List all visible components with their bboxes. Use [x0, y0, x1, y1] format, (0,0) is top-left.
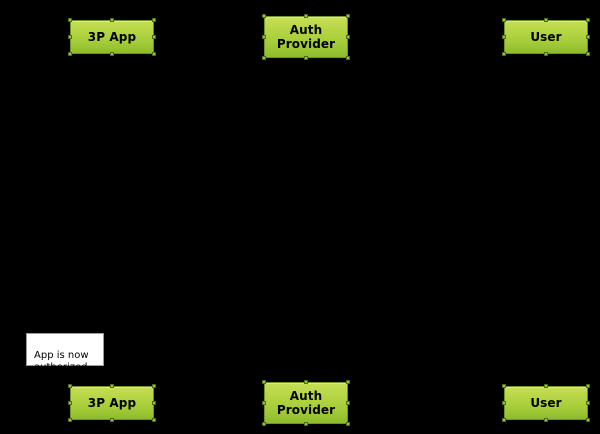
lifeline-3p-app	[112, 54, 113, 386]
resize-handle-bottom-right[interactable]	[586, 418, 590, 422]
resize-handle-top-middle[interactable]	[304, 14, 308, 18]
resize-handle-middle-left[interactable]	[502, 35, 506, 39]
resize-handle-bottom-right[interactable]	[586, 52, 590, 56]
note-app-is-now-authorized[interactable]: App is now authorized	[26, 333, 104, 373]
resize-handle-bottom-left[interactable]	[262, 56, 266, 60]
participant-label: 3P App	[87, 396, 137, 410]
participant-label: 3P App	[87, 30, 137, 44]
resize-handle-middle-left[interactable]	[68, 35, 72, 39]
resize-handle-top-right[interactable]	[152, 18, 156, 22]
resize-handle-top-right[interactable]	[586, 18, 590, 22]
resize-handle-middle-left[interactable]	[262, 35, 266, 39]
resize-handle-bottom-middle[interactable]	[304, 422, 308, 426]
resize-handle-middle-right[interactable]	[586, 35, 590, 39]
resize-handle-top-left[interactable]	[68, 18, 72, 22]
note-text: App is now authorized	[34, 350, 89, 373]
lifeline-auth-provider	[306, 58, 307, 382]
resize-handle-top-left[interactable]	[68, 384, 72, 388]
resize-handle-top-right[interactable]	[586, 384, 590, 388]
participant-label: User	[530, 30, 562, 44]
resize-handle-middle-left[interactable]	[502, 401, 506, 405]
resize-handle-top-left[interactable]	[262, 14, 266, 18]
resize-handle-bottom-middle[interactable]	[544, 418, 548, 422]
resize-handle-bottom-left[interactable]	[262, 422, 266, 426]
participant-top-auth-provider[interactable]: Auth Provider	[262, 14, 350, 60]
resize-handle-bottom-right[interactable]	[346, 422, 350, 426]
resize-handle-bottom-middle[interactable]	[110, 418, 114, 422]
resize-handle-top-right[interactable]	[346, 14, 350, 18]
resize-handle-top-left[interactable]	[502, 384, 506, 388]
participant-label: Auth Provider	[276, 23, 336, 51]
resize-handle-top-right[interactable]	[152, 384, 156, 388]
resize-handle-top-middle[interactable]	[110, 18, 114, 22]
resize-handle-top-middle[interactable]	[544, 18, 548, 22]
resize-handle-bottom-left[interactable]	[68, 52, 72, 56]
participant-top-3p-app[interactable]: 3P App	[68, 18, 156, 56]
participant-top-user[interactable]: User	[502, 18, 590, 56]
resize-handle-middle-left[interactable]	[262, 401, 266, 405]
participant-bottom-user[interactable]: User	[502, 384, 590, 422]
participant-label: Auth Provider	[276, 389, 336, 417]
participant-label: User	[530, 396, 562, 410]
resize-handle-middle-right[interactable]	[346, 401, 350, 405]
resize-handle-middle-right[interactable]	[152, 401, 156, 405]
resize-handle-bottom-left[interactable]	[68, 418, 72, 422]
participant-bottom-auth-provider[interactable]: Auth Provider	[262, 380, 350, 426]
resize-handle-top-left[interactable]	[502, 18, 506, 22]
resize-handle-bottom-left[interactable]	[502, 52, 506, 56]
resize-handle-top-left[interactable]	[262, 380, 266, 384]
resize-handle-middle-right[interactable]	[152, 35, 156, 39]
resize-handle-middle-right[interactable]	[346, 35, 350, 39]
resize-handle-middle-left[interactable]	[68, 401, 72, 405]
participant-bottom-3p-app[interactable]: 3P App	[68, 384, 156, 422]
resize-handle-bottom-left[interactable]	[502, 418, 506, 422]
resize-handle-top-right[interactable]	[346, 380, 350, 384]
lifeline-user	[546, 54, 547, 386]
resize-handle-bottom-right[interactable]	[346, 56, 350, 60]
resize-handle-middle-right[interactable]	[586, 401, 590, 405]
resize-handle-bottom-right[interactable]	[152, 418, 156, 422]
resize-handle-bottom-right[interactable]	[152, 52, 156, 56]
